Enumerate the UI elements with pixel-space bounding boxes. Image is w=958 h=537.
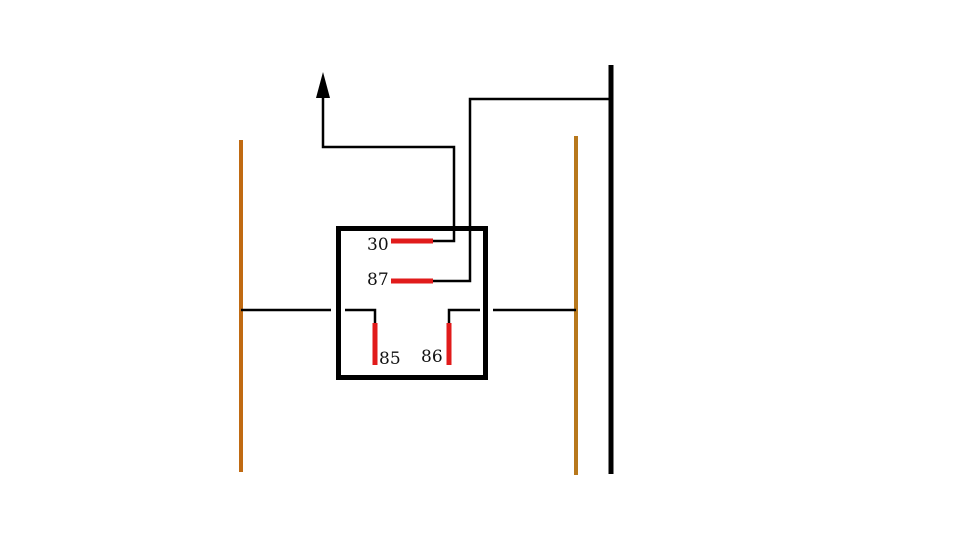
pin-30-label: 30 (367, 235, 389, 255)
output-arrow-icon (316, 72, 330, 98)
pin-30-output-wire (321, 96, 456, 243)
relay-box (336, 226, 488, 380)
pin-86-label: 86 (421, 347, 443, 367)
pin-85-internal-wire (345, 308, 377, 325)
pin-85-label: 85 (379, 349, 401, 369)
pin-86-internal-wire (447, 308, 480, 325)
pin-87-label: 87 (367, 270, 389, 290)
pin-87-bus-wire (432, 97, 611, 283)
